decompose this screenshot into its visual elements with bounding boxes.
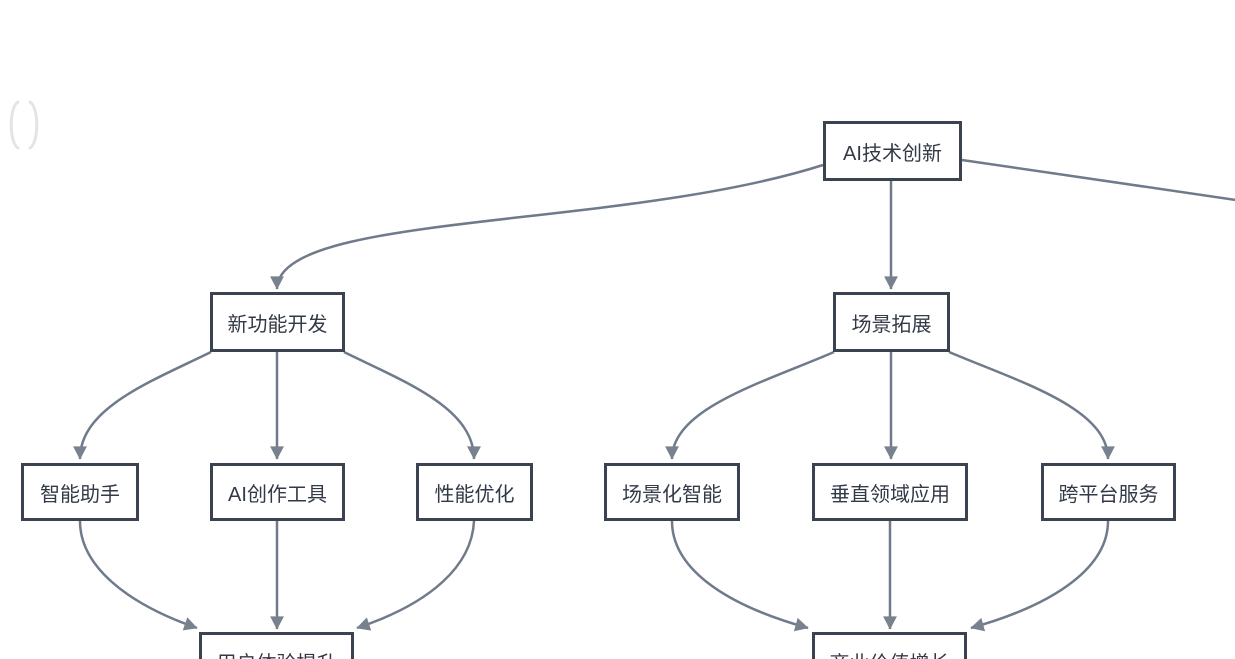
node-label: 新功能开发 [227, 313, 328, 336]
node-label: 场景拓展 [851, 313, 932, 336]
node-performance-optimization[interactable]: 性能优化 [416, 463, 533, 521]
edge-scene-expansion-to-cross-platform [948, 350, 1115, 460]
node-label: 场景化智能 [622, 483, 722, 506]
edge-feature-dev-to-smart-assistant [73, 350, 212, 460]
node-cross-platform-services[interactable]: 跨平台服务 [1041, 463, 1176, 521]
node-ai-tech-innovation[interactable]: AI技术创新 [823, 121, 962, 181]
edge-scene-expansion-to-scenario-ai [665, 350, 835, 460]
node-smart-assistant[interactable]: 智能助手 [21, 463, 139, 521]
node-label: 跨平台服务 [1058, 483, 1159, 506]
node-user-experience-improvement[interactable]: 用户体验提升 [199, 632, 354, 659]
node-label: 性能优化 [434, 483, 515, 506]
node-scene-expansion[interactable]: 场景拓展 [833, 292, 950, 352]
node-ai-creation-tools[interactable]: AI创作工具 [210, 463, 345, 521]
node-label: 垂直领域应用 [830, 483, 950, 506]
faded-brackets-icon [9, 100, 39, 150]
node-vertical-domain-apps[interactable]: 垂直领域应用 [812, 463, 968, 521]
node-feature-development[interactable]: 新功能开发 [210, 292, 345, 352]
node-scenario-intelligence[interactable]: 场景化智能 [604, 463, 740, 521]
node-label: 用户体验提升 [217, 647, 337, 659]
node-label: AI技术创新 [843, 142, 942, 165]
node-label: AI创作工具 [228, 483, 327, 506]
node-business-value-growth[interactable]: 商业价值增长 [812, 632, 967, 659]
edge-smart-assistant-to-user-experience [78, 520, 198, 631]
node-label: 商业价值增长 [830, 647, 950, 659]
edge-scenario-ai-to-business-value [670, 520, 809, 632]
edge-cross-platform-to-business-value [970, 520, 1110, 632]
node-label: 智能助手 [40, 483, 120, 506]
edge-root-to-offscreen-right [961, 158, 1235, 202]
edge-feature-dev-to-performance [343, 350, 481, 460]
edge-root-to-feature-dev [270, 163, 824, 290]
edge-performance-to-user-experience [356, 520, 476, 631]
